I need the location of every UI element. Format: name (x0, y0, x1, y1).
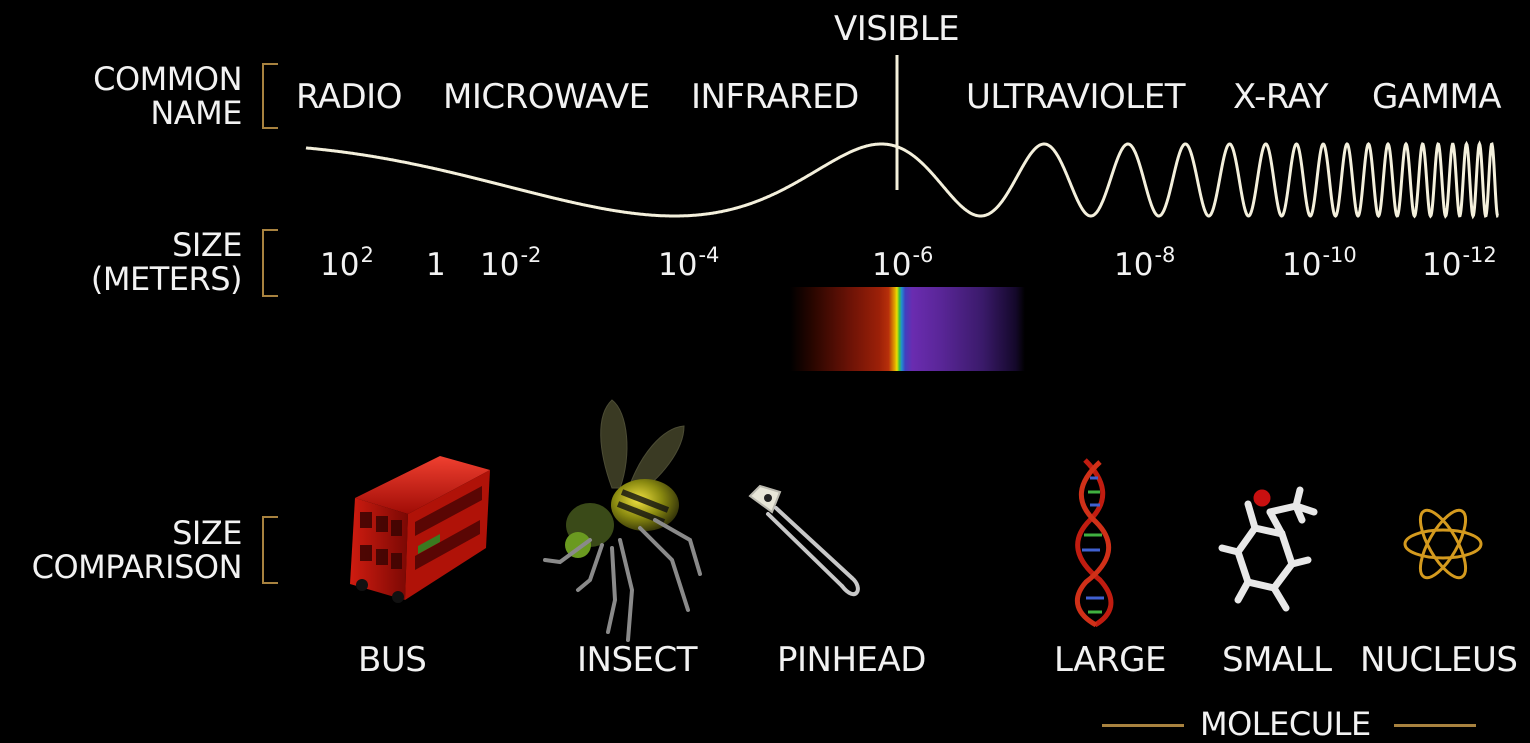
common-name-bracket (262, 63, 278, 129)
size-tick: 10-10 (1282, 245, 1357, 283)
comparison-pinhead: PINHEAD (777, 640, 926, 680)
row-label-common-name: COMMON NAME (93, 62, 242, 130)
row-label-line: COMPARISON (31, 548, 243, 586)
tick-base: 10 (658, 247, 698, 283)
tick-exponent: -12 (1462, 243, 1497, 267)
row-label-line: NAME (150, 94, 242, 132)
tick-exponent: -4 (698, 243, 720, 267)
tick-base: 10 (1114, 247, 1154, 283)
name-infrared: INFRARED (691, 77, 859, 117)
name-radio: RADIO (296, 77, 402, 117)
tick-base: 1 (426, 247, 446, 283)
molecule-rule-left (1102, 724, 1184, 727)
row-label-line: (METERS) (90, 260, 243, 298)
row-label-comparison: SIZE COMPARISON (31, 514, 243, 586)
molecule-label: MOLECULE (1200, 705, 1371, 743)
small-molecule-icon (1218, 486, 1318, 612)
name-ultraviolet: ULTRAVIOLET (966, 77, 1186, 117)
comparison-bracket (262, 516, 278, 584)
row-label-line: SIZE (172, 514, 242, 552)
insect-icon (543, 399, 702, 642)
name-microwave: MICROWAVE (443, 77, 650, 117)
tick-exponent: -10 (1322, 243, 1357, 267)
row-label-size: SIZE (METERS) (90, 226, 243, 298)
size-bracket (262, 229, 278, 297)
size-tick: 10-8 (1114, 245, 1175, 283)
visible-spectrum-band (790, 287, 1025, 371)
comparison-large: LARGE (1054, 640, 1166, 680)
name-x-ray: X-RAY (1233, 77, 1329, 117)
tick-base: 10 (480, 247, 520, 283)
row-label-line: SIZE (172, 226, 242, 264)
size-tick: 102 (320, 245, 374, 283)
bus-icon (350, 456, 490, 603)
atom-nucleus-icon (1403, 508, 1483, 580)
size-tick: 10-4 (658, 245, 719, 283)
size-tick: 1 (426, 250, 447, 281)
tick-base: 10 (872, 247, 912, 283)
size-tick: 10-12 (1422, 245, 1497, 283)
name-gamma: GAMMA (1372, 77, 1502, 117)
tick-exponent: -8 (1154, 243, 1176, 267)
size-tick: 10-2 (480, 245, 541, 283)
comparison-bus: BUS (358, 640, 427, 680)
safety-pin-icon (748, 484, 860, 597)
tick-base: 10 (1282, 247, 1322, 283)
tick-base: 10 (1422, 247, 1462, 283)
comparison-nucleus: NUCLEUS (1360, 640, 1518, 680)
tick-base: 10 (320, 247, 360, 283)
wave-line (305, 140, 1499, 220)
tick-exponent: 2 (360, 243, 374, 267)
tick-exponent: -2 (520, 243, 542, 267)
size-tick: 10-6 (872, 245, 933, 283)
row-label-line: COMMON (93, 60, 242, 98)
visible-label: VISIBLE (834, 9, 960, 49)
comparison-insect: INSECT (577, 640, 698, 680)
dna-helix-icon (1074, 458, 1114, 628)
molecule-rule-right (1394, 724, 1476, 727)
comparison-small: SMALL (1222, 640, 1332, 680)
tick-exponent: -6 (912, 243, 934, 267)
